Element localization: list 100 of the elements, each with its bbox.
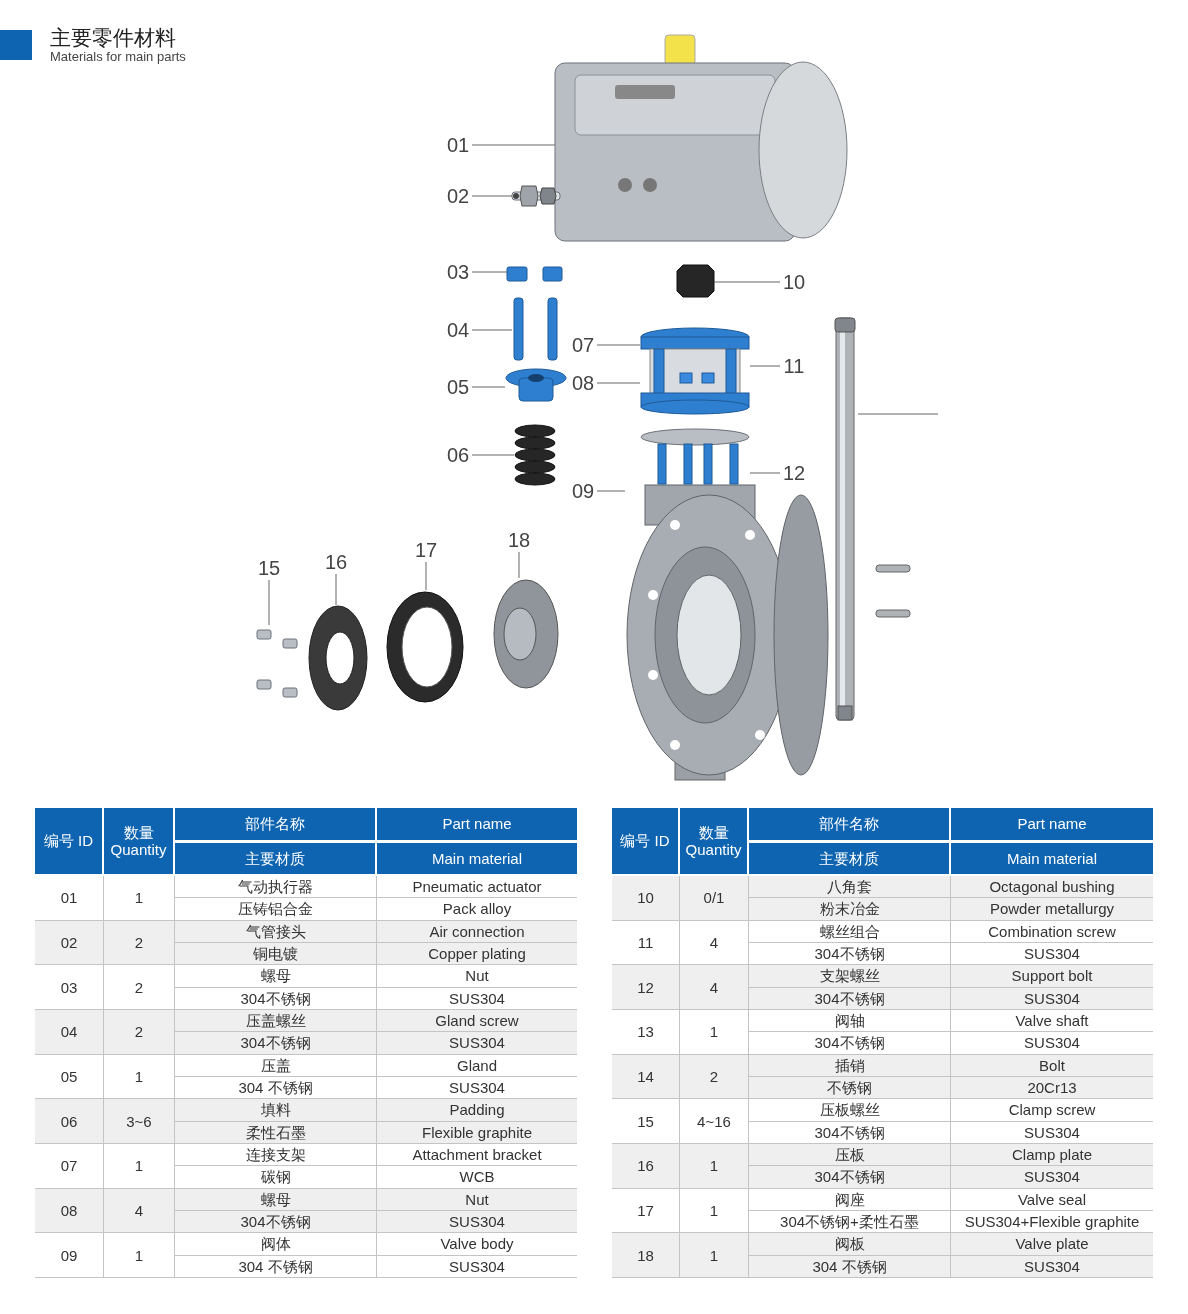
- table-cell: 碳钢: [175, 1166, 377, 1189]
- table-cell: 支架螺丝: [749, 965, 951, 988]
- table-cell: 304不锈钢: [175, 1032, 377, 1055]
- table-cell: 1: [104, 1233, 175, 1278]
- callout-number: 06: [444, 443, 472, 467]
- table-cell: Nut: [377, 1188, 577, 1211]
- table-cell: 不锈钢: [749, 1077, 951, 1100]
- table-cell: 1: [680, 1010, 749, 1055]
- table-cell: SUS304: [951, 1166, 1153, 1189]
- table-cell: Air connection: [377, 920, 577, 943]
- callout-number: 01: [444, 133, 472, 157]
- table-cell: 八角套: [749, 876, 951, 899]
- callout-number: 10: [780, 270, 808, 294]
- leader-line: [471, 386, 506, 388]
- header-cell: Part name: [377, 808, 577, 840]
- table-cell: 1: [104, 1144, 175, 1189]
- table-cell: 压铸铝合金: [175, 898, 377, 921]
- leader-line: [713, 281, 781, 283]
- clamp-plate-drawing: [308, 605, 370, 712]
- leader-line: [471, 329, 513, 331]
- callout-number: 05: [444, 375, 472, 399]
- table-cell: 2: [104, 1010, 175, 1055]
- air-fitting-drawing: [512, 185, 560, 207]
- table-cell: 09: [35, 1233, 104, 1278]
- callout-number: 07: [569, 333, 597, 357]
- callout-number: 11: [780, 354, 808, 378]
- table-cell: 插销: [749, 1054, 951, 1077]
- actuator-drawing: [555, 35, 848, 242]
- table-cell: SUS304: [951, 1255, 1153, 1278]
- leader-line: [268, 579, 270, 626]
- table-cell: 304 不锈钢: [175, 1255, 377, 1278]
- header-cell: 主要材质: [175, 843, 375, 874]
- table-cell: Copper plating: [377, 943, 577, 966]
- table-cell: 304 不锈钢: [749, 1255, 951, 1278]
- leader-line: [596, 382, 641, 384]
- header-cell: 编号 ID: [612, 808, 678, 874]
- table-cell: 压板螺丝: [749, 1099, 951, 1122]
- header-cell: 数量 Quantity: [680, 808, 747, 874]
- table-cell: Clamp plate: [951, 1144, 1153, 1167]
- table-cell: 铜电镀: [175, 943, 377, 966]
- leader-line: [335, 573, 337, 606]
- table-cell: 压板: [749, 1144, 951, 1167]
- table-cell: Flexible graphite: [377, 1121, 577, 1144]
- table-cell: 1: [104, 876, 175, 921]
- leader-line: [425, 561, 427, 591]
- table-cell: 304不锈钢: [749, 943, 951, 966]
- table-cell: 304不锈钢+柔性石墨: [749, 1211, 951, 1234]
- table-cell: 304不锈钢: [749, 1166, 951, 1189]
- table-cell: SUS304: [377, 1032, 577, 1055]
- table-cell: 304不锈钢: [749, 987, 951, 1010]
- callout-number: 12: [780, 461, 808, 485]
- table-cell: 1: [104, 1054, 175, 1100]
- table-cell: 04: [35, 1010, 104, 1055]
- table-cell: SUS304: [951, 987, 1153, 1010]
- bracket-drawing: [640, 327, 750, 415]
- table-cell: 螺母: [175, 1188, 377, 1211]
- table-cell: 4~16: [680, 1099, 749, 1144]
- table-cell: Bolt: [951, 1054, 1153, 1077]
- table-cell: Support bolt: [951, 965, 1153, 988]
- packing-drawing: [514, 424, 556, 487]
- subtitle: Materials for main parts: [50, 49, 186, 64]
- table-cell: 11: [612, 920, 680, 966]
- valve-seal-drawing: [385, 590, 465, 705]
- table-cell: 1: [680, 1233, 749, 1278]
- table-cell: SUS304: [377, 1211, 577, 1234]
- table-cell: 304不锈钢: [175, 1211, 377, 1234]
- callout-number: 17: [412, 538, 440, 562]
- header-cell: 部件名称: [175, 808, 375, 840]
- table-cell: 17: [612, 1188, 680, 1234]
- table-cell: Gland screw: [377, 1010, 577, 1033]
- header-cell: 部件名称: [749, 808, 949, 840]
- leader-line: [596, 490, 626, 492]
- table-cell: 填料: [175, 1099, 377, 1122]
- callout-number: 15: [255, 556, 283, 580]
- table-cell: 10: [612, 876, 680, 921]
- table-cell: 压盖螺丝: [175, 1010, 377, 1033]
- support-bolt-drawing: [640, 428, 750, 484]
- bushing-drawing: [677, 265, 714, 297]
- table-cell: 1: [680, 1144, 749, 1189]
- table-cell: 4: [680, 965, 749, 1010]
- table-cell: 0/1: [680, 876, 749, 921]
- table-cell: 304不锈钢: [749, 1121, 951, 1144]
- table-cell: 304不锈钢: [175, 987, 377, 1010]
- table-cell: 13: [612, 1010, 680, 1055]
- table-cell: 螺母: [175, 965, 377, 988]
- leader-line: [857, 413, 939, 415]
- gland-screw-drawing: [512, 298, 558, 360]
- table-cell: 粉末冶金: [749, 898, 951, 921]
- header-cell: 数量 Quantity: [104, 808, 173, 874]
- table-cell: 气动执行器: [175, 876, 377, 899]
- leader-line: [518, 551, 520, 579]
- table-cell: 02: [35, 920, 104, 966]
- leader-line: [749, 365, 781, 367]
- table-cell: 阀板: [749, 1233, 951, 1256]
- table-cell: 20Cr13: [951, 1077, 1153, 1100]
- gland-drawing: [505, 368, 568, 402]
- callout-number: 09: [569, 479, 597, 503]
- header-cell: Main material: [377, 843, 577, 874]
- table-cell: 304不锈钢: [749, 1032, 951, 1055]
- callout-number: 04: [444, 318, 472, 342]
